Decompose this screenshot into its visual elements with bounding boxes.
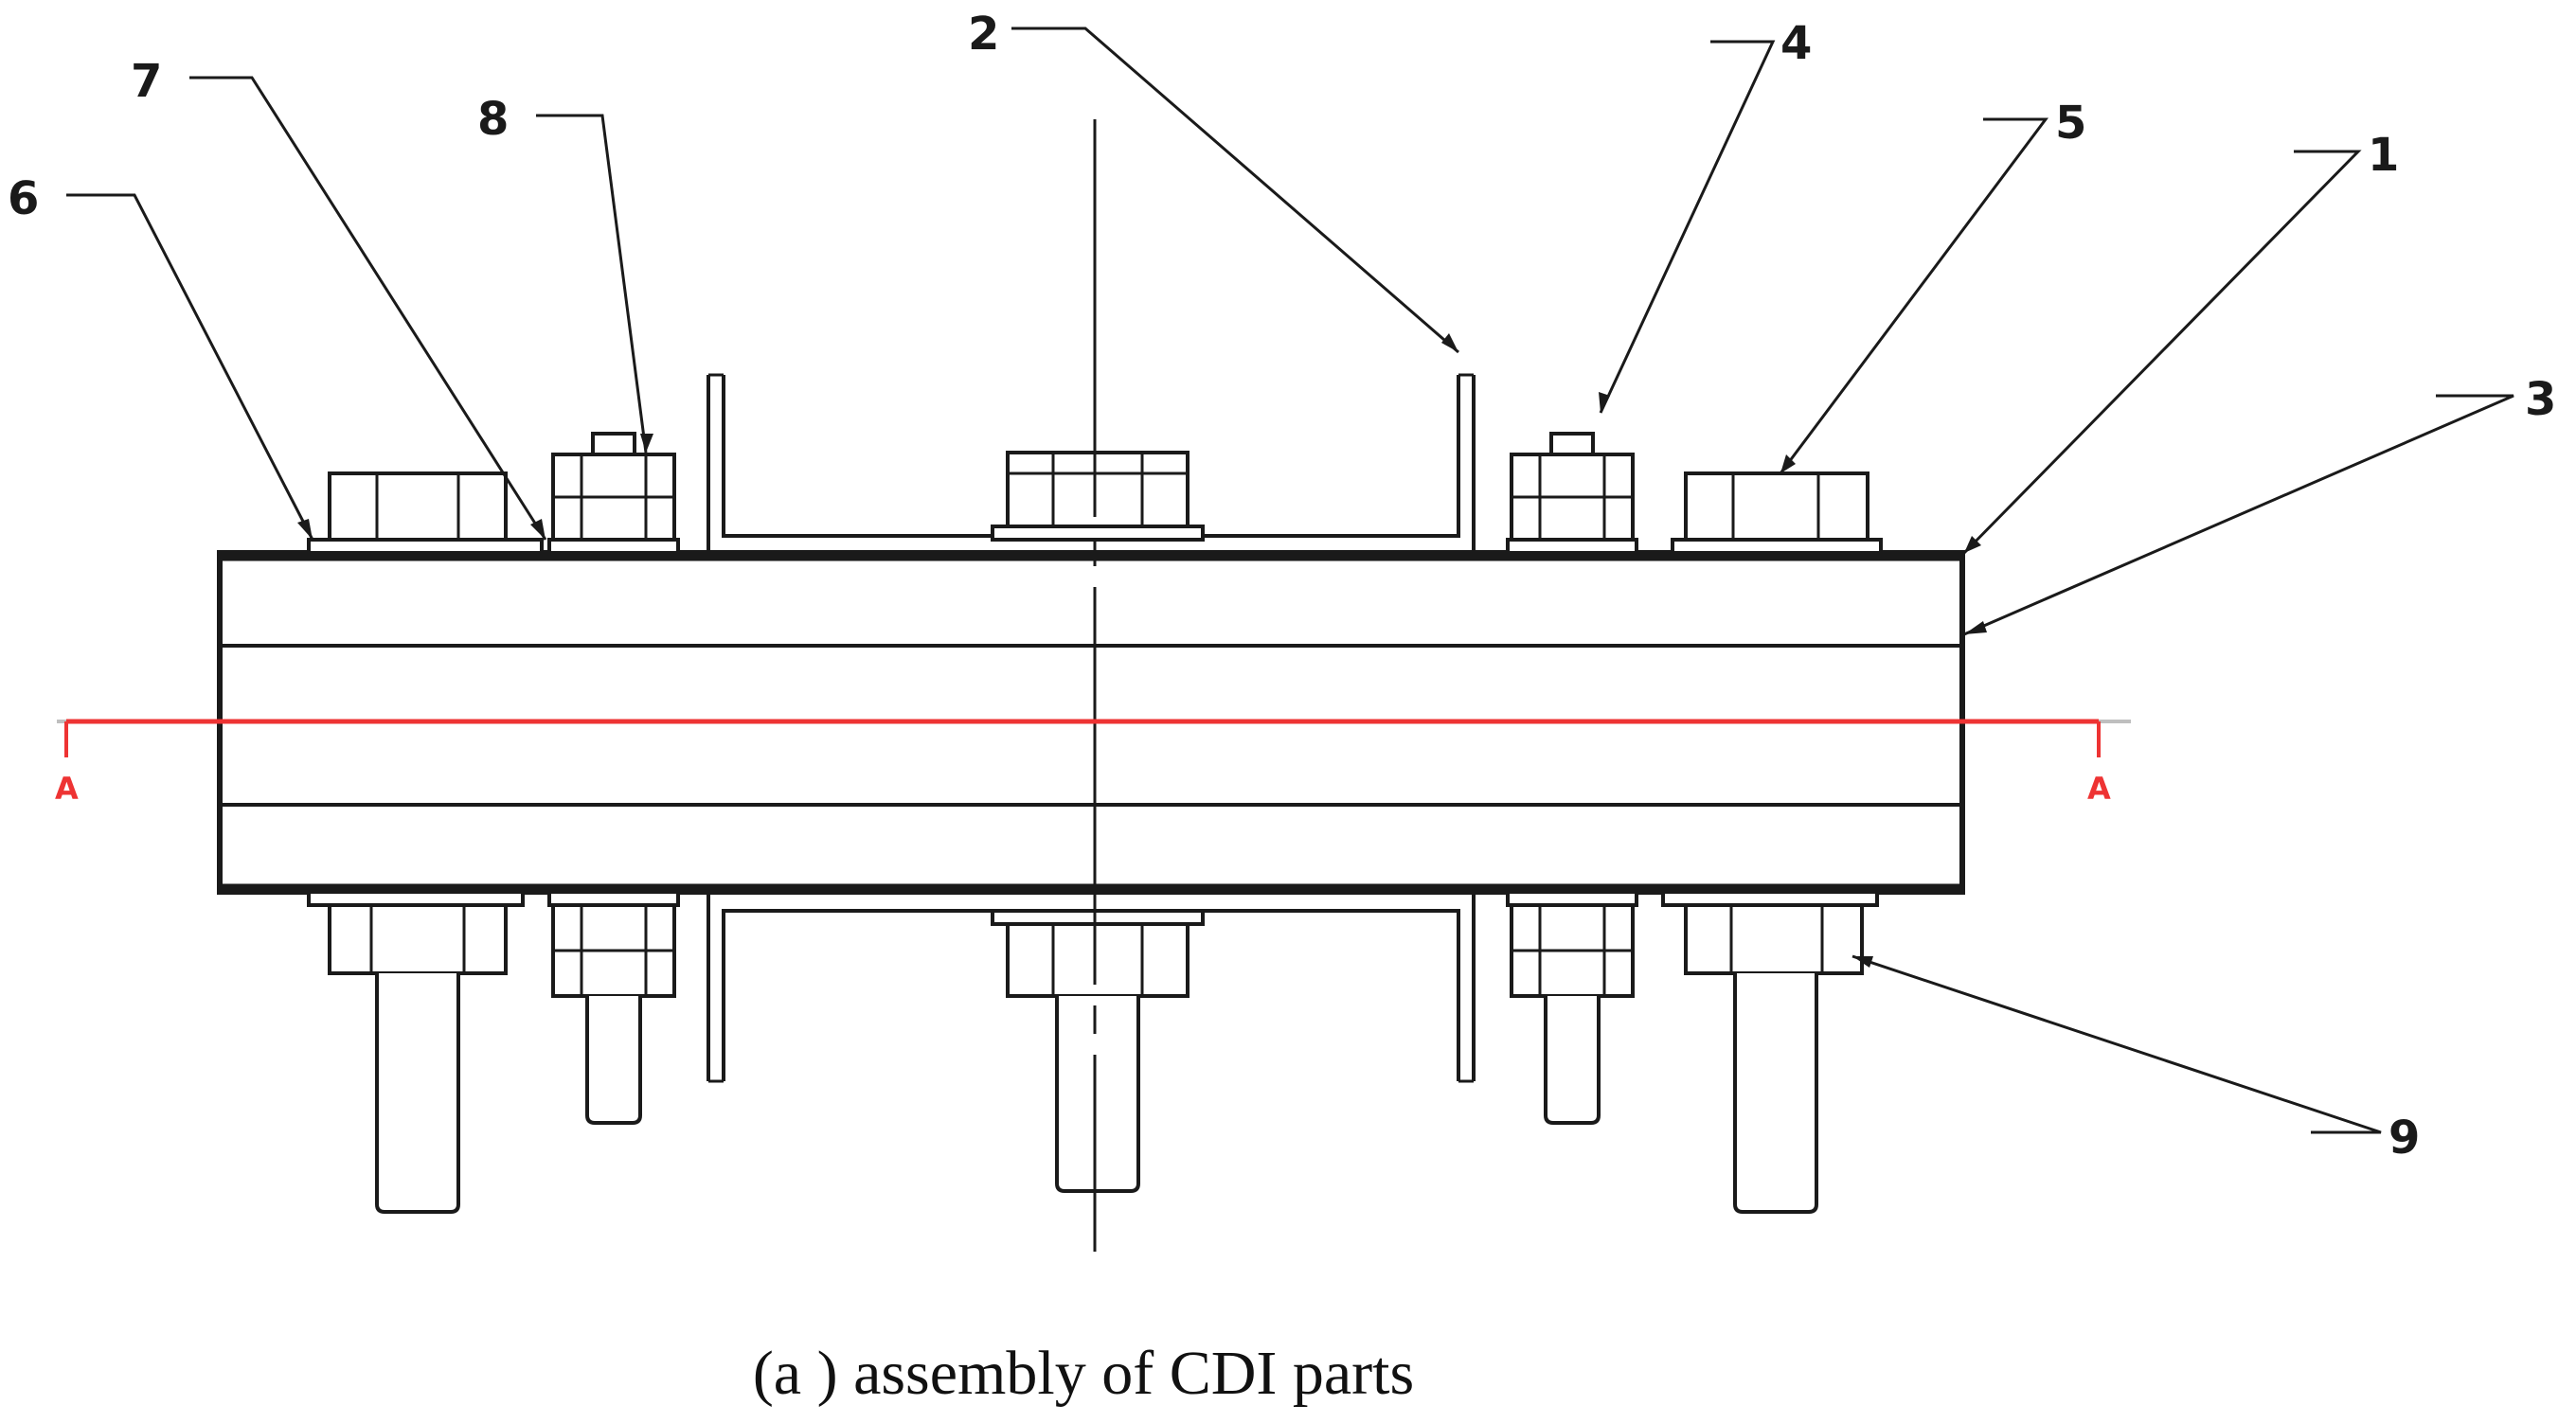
leader-5 — [1779, 117, 2048, 474]
callout-9: 9 — [2388, 1112, 2420, 1165]
callout-3: 3 — [2525, 373, 2556, 426]
callout-5: 5 — [2055, 97, 2086, 150]
bolt-large-left — [307, 890, 525, 1214]
leader-1 — [1962, 150, 2362, 555]
bolt-center — [991, 909, 1205, 1193]
callout-1: 1 — [2368, 129, 2399, 182]
section-line-a-a: A A — [55, 719, 2131, 807]
top-components — [307, 373, 1883, 555]
callout-7: 7 — [131, 55, 162, 108]
section-label-left: A — [55, 771, 79, 807]
bolt-small-left — [547, 890, 680, 1125]
nut-stack-right — [1506, 432, 1638, 555]
leader-4 — [1599, 40, 1776, 414]
leader-arrowheads — [297, 333, 1987, 968]
section-label-right: A — [2087, 771, 2111, 807]
leader-2 — [1011, 27, 1459, 354]
leader-3 — [1963, 394, 2514, 636]
leader-9 — [1852, 954, 2382, 1134]
bolt-small-right — [1506, 890, 1638, 1125]
hex-head-large-right — [1671, 471, 1883, 555]
hex-head-center — [991, 451, 1205, 542]
hex-head-large-left — [307, 471, 544, 555]
leader-8 — [536, 114, 648, 454]
leader-6 — [66, 193, 314, 541]
bolt-large-right — [1661, 890, 1879, 1214]
callout-8: 8 — [477, 93, 509, 146]
leader-lines — [66, 27, 2514, 1134]
figure-caption: (a ) assembly of CDI parts — [753, 1339, 1414, 1408]
leader-7 — [189, 76, 547, 541]
nut-stack-left — [547, 432, 680, 555]
callout-4: 4 — [1780, 17, 1812, 70]
bottom-components — [307, 890, 1879, 1214]
callout-numbers: 6 7 8 2 4 5 1 3 9 — [8, 8, 2556, 1165]
callout-6: 6 — [8, 172, 39, 225]
callout-2: 2 — [968, 8, 999, 61]
